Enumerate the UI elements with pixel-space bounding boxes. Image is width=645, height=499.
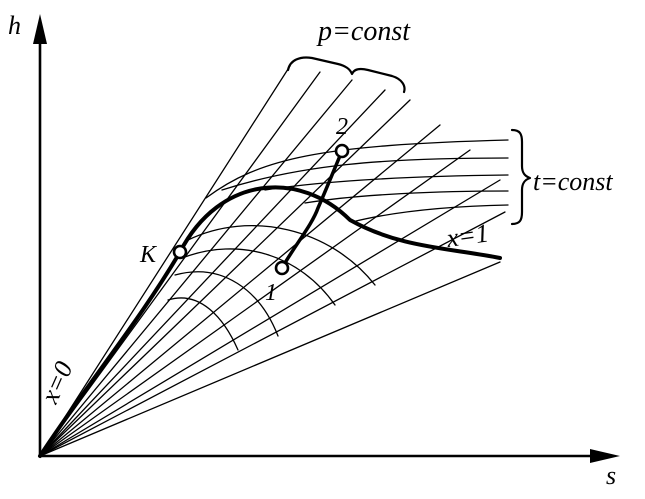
axes [33, 14, 620, 463]
critical-point-marker [172, 244, 188, 260]
s-axis-label: s [606, 461, 616, 490]
s-axis-arrow [590, 449, 620, 463]
state-2-label: 2 [336, 114, 348, 140]
isotherm-line [351, 204, 509, 223]
wet-isotherm-line [167, 297, 239, 351]
isobar-brace [286, 56, 406, 94]
isobar-line [39, 261, 501, 457]
isobar-line [39, 149, 471, 457]
saturated-liquid-curve [38, 250, 182, 458]
h-axis-arrow [33, 14, 47, 44]
state-point-2-marker [334, 143, 350, 159]
isotherm-line [264, 174, 509, 191]
isotherm-brace [510, 128, 532, 226]
isotherm-group-label: t=const [533, 167, 613, 196]
wet-isotherm-line [187, 225, 376, 286]
state-point-1-marker [274, 260, 290, 276]
isotherm-lines [205, 139, 509, 223]
h-axis-label: h [8, 11, 21, 40]
isobar-line [39, 99, 411, 457]
isobar-line [39, 211, 506, 457]
isotherm-line [221, 157, 509, 191]
saturated-vapor-curve [178, 185, 502, 260]
isobar-line [39, 65, 291, 457]
isobar-line [39, 124, 441, 457]
isobar-line [39, 79, 353, 457]
isobar-lines [39, 65, 506, 457]
process-line-1-2 [280, 149, 344, 270]
wet-isotherm-line [174, 271, 279, 337]
isobar-group-label: p=const [316, 16, 411, 47]
state-1-label: 1 [265, 280, 277, 306]
isotherm-line [205, 139, 509, 199]
wet-isotherm-line [181, 248, 336, 306]
saturated-vapor-label: x=1 [444, 218, 491, 253]
wet-region-isotherms [167, 225, 376, 351]
critical-point-label: K [139, 242, 158, 268]
